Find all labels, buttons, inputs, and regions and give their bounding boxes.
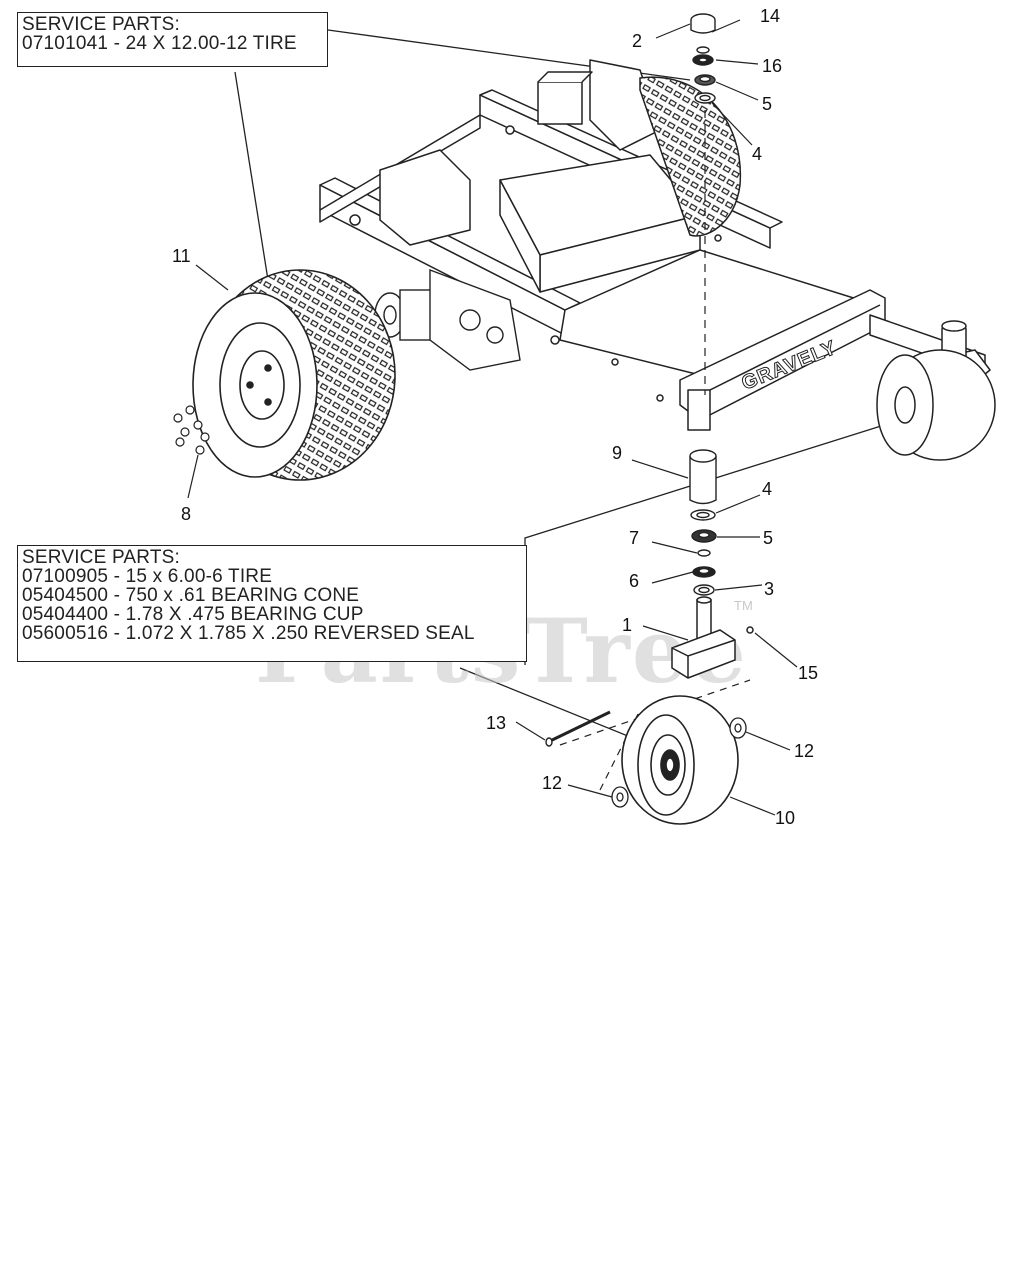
watermark-trademark: TM — [734, 598, 753, 613]
callout-3: 3 — [764, 579, 774, 599]
spindle-tube — [689, 449, 717, 505]
service-parts-title: SERVICE PARTS: — [22, 547, 181, 568]
rear-left-tire — [192, 269, 396, 481]
service-part-line: 07100905 - 15 x 6.00-6 TIRE — [22, 566, 273, 587]
callout-14: 14 — [760, 6, 780, 26]
callout-6: 6 — [629, 571, 639, 591]
callout-4-upper: 4 — [752, 144, 762, 164]
service-parts-box-rear-tire: SERVICE PARTS: 07101041 - 24 X 12.00-12 … — [17, 12, 328, 67]
axle-dash-line-2 — [599, 709, 641, 791]
service-parts-box-caster: SERVICE PARTS: 07100905 - 15 x 6.00-6 TI… — [17, 545, 527, 662]
lug-nuts — [173, 405, 210, 455]
caster-fork — [671, 596, 754, 679]
service-part-line: 05600516 - 1.072 X 1.785 X .250 REVERSED… — [22, 623, 475, 644]
callout-2: 2 — [632, 31, 642, 51]
lower-bearing-stack — [690, 509, 717, 596]
callout-4-lower: 4 — [762, 479, 772, 499]
wheel-hub-assembly — [374, 268, 521, 371]
service-part-line: 05404500 - 750 x .61 BEARING CONE — [22, 585, 360, 606]
front-caster-wheel — [621, 695, 739, 825]
service-part-line: 07101041 - 24 X 12.00-12 TIRE — [22, 33, 297, 54]
callout-10: 10 — [775, 808, 795, 828]
callout-13: 13 — [486, 713, 506, 733]
rear-right-tire — [639, 76, 742, 237]
callout-12-right: 12 — [794, 741, 814, 761]
service-parts-title: SERVICE PARTS: — [22, 14, 181, 35]
axle-bolt — [545, 710, 611, 747]
callout-leaders — [187, 19, 798, 816]
callout-5-lower: 5 — [763, 528, 773, 548]
callout-11: 11 — [172, 246, 191, 266]
front-right-caster-wheel — [876, 349, 996, 461]
callout-16: 16 — [762, 56, 782, 76]
service-part-line: 05404400 - 1.78 X .475 BEARING CUP — [22, 604, 364, 625]
callout-1: 1 — [622, 615, 632, 635]
callout-5-upper: 5 — [762, 94, 772, 114]
callout-12-left: 12 — [542, 773, 562, 793]
callout-7: 7 — [629, 528, 639, 548]
callout-8: 8 — [181, 504, 191, 524]
callout-9: 9 — [612, 443, 622, 463]
upper-bearing-stack — [690, 13, 716, 104]
callout-15: 15 — [798, 663, 818, 683]
